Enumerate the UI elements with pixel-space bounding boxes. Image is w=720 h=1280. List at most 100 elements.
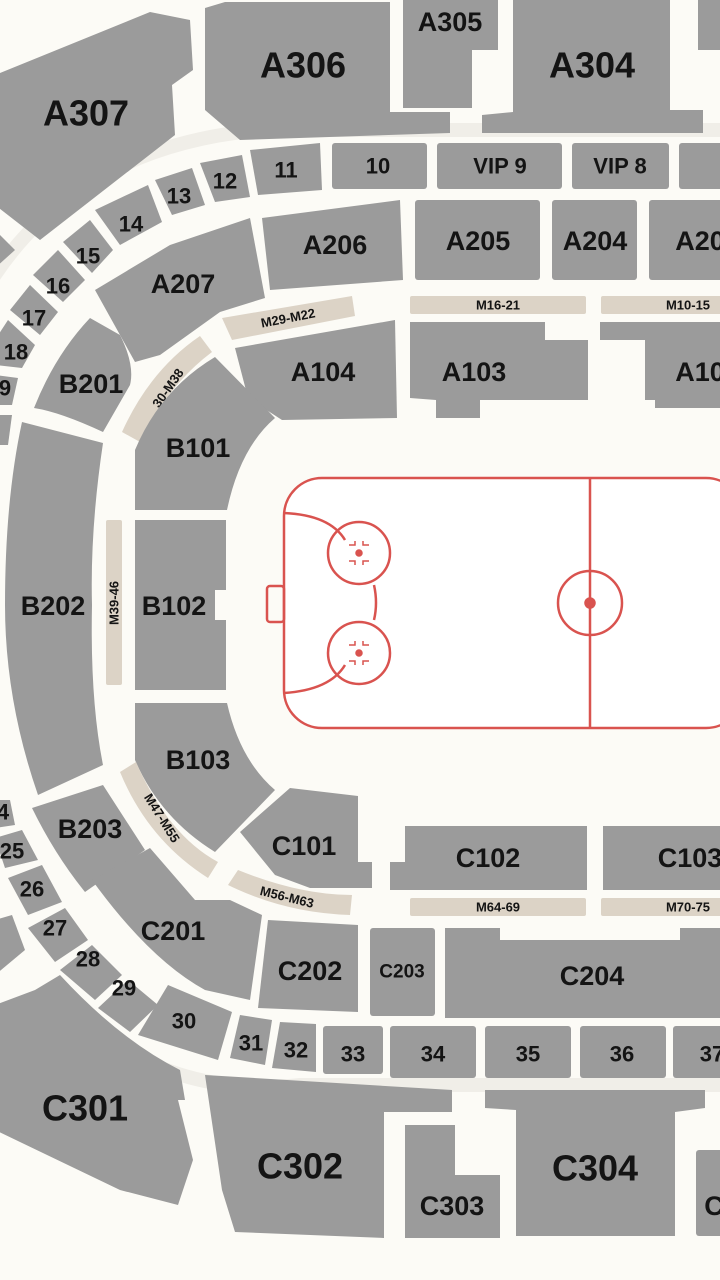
section-10-label: 10 <box>366 154 390 179</box>
section-26[interactable] <box>8 865 62 915</box>
section-a104[interactable] <box>235 320 397 420</box>
section-19[interactable] <box>0 375 18 405</box>
section-25[interactable] <box>0 830 38 868</box>
section-28-label: 28 <box>76 947 100 972</box>
section-a203[interactable] <box>649 200 720 280</box>
section-c305[interactable] <box>696 1150 720 1236</box>
section-b202[interactable] <box>5 422 103 795</box>
section-b103-label: B103 <box>166 745 231 775</box>
marker-m10-15 <box>601 296 720 314</box>
section-a207-label: A207 <box>151 269 216 299</box>
section-35[interactable] <box>485 1026 571 1078</box>
section-13[interactable] <box>155 168 205 215</box>
section-33-label: 33 <box>341 1042 365 1067</box>
section-a207[interactable] <box>95 218 265 362</box>
section-vip-7-partial[interactable] <box>679 143 720 189</box>
section-26-label: 26 <box>20 877 44 902</box>
section-a206[interactable] <box>262 200 403 290</box>
section-c203[interactable] <box>370 928 435 1016</box>
section-a204[interactable] <box>552 200 637 280</box>
section-b203-label: B203 <box>58 814 123 844</box>
goal-crease <box>265 584 286 624</box>
hockey-rink <box>265 476 720 730</box>
section-a102[interactable] <box>600 322 720 408</box>
section-c102[interactable] <box>390 826 587 890</box>
faceoff-dot-bottom <box>355 649 363 657</box>
section-a305[interactable] <box>403 0 498 108</box>
section-24-label: 4 <box>0 800 10 825</box>
section-15-label: 15 <box>76 244 100 269</box>
section-c204-label: C204 <box>560 961 625 991</box>
section-10[interactable] <box>332 143 427 189</box>
section-15[interactable] <box>63 220 113 273</box>
section-16[interactable] <box>33 250 85 302</box>
marker-m56-m63 <box>228 870 352 915</box>
section-c203-label: C203 <box>379 962 424 983</box>
section-b102[interactable] <box>135 520 226 690</box>
section-31[interactable] <box>230 1015 272 1065</box>
section-a303-partial[interactable] <box>698 0 720 50</box>
section-c304[interactable] <box>485 1090 705 1236</box>
section-b201[interactable] <box>34 318 132 432</box>
faceoff-dot-top <box>355 549 363 557</box>
section-12[interactable] <box>200 155 250 202</box>
section-c303[interactable] <box>405 1125 500 1238</box>
section-16-label: 16 <box>46 274 70 299</box>
section-13-label: 13 <box>167 184 191 209</box>
section-11[interactable] <box>250 143 322 195</box>
section-18[interactable] <box>0 320 35 368</box>
section-36[interactable] <box>580 1026 666 1078</box>
center-ice-dot <box>584 597 596 609</box>
marker-m10-15-label: M10-15 <box>666 298 710 313</box>
section-c103[interactable] <box>603 826 720 890</box>
section-c302[interactable] <box>205 1075 452 1238</box>
section-19-label: 9 <box>0 376 11 401</box>
section-a205[interactable] <box>415 200 540 280</box>
section-17[interactable] <box>10 285 58 335</box>
marker-m47-m55 <box>120 762 218 878</box>
section-20-partial[interactable] <box>0 415 12 445</box>
section-a304[interactable] <box>482 0 703 133</box>
section-31-label: 31 <box>239 1031 263 1056</box>
section-c101[interactable] <box>240 788 372 888</box>
section-34[interactable] <box>390 1026 476 1078</box>
section-24[interactable] <box>0 800 15 828</box>
section-14-label: 14 <box>119 212 144 237</box>
section-b203[interactable] <box>32 785 145 892</box>
section-a306-label: A306 <box>260 45 346 86</box>
section-37[interactable] <box>673 1026 720 1078</box>
section-32[interactable] <box>272 1022 316 1072</box>
section-a307[interactable] <box>0 12 193 240</box>
section-c202[interactable] <box>258 920 358 1012</box>
section-34-label: 34 <box>421 1042 446 1067</box>
section-29[interactable] <box>98 980 158 1032</box>
section-c304-label: C304 <box>552 1148 638 1189</box>
section-c301[interactable] <box>0 975 193 1205</box>
section-27-label: 27 <box>43 916 67 941</box>
section-a103[interactable] <box>410 322 588 418</box>
section-25-label: 25 <box>0 839 24 864</box>
section-14[interactable] <box>95 185 162 245</box>
section-vip-8[interactable] <box>572 143 669 189</box>
marker-m70-75 <box>601 898 720 916</box>
section-23-partial[interactable] <box>0 915 25 975</box>
section-27[interactable] <box>28 908 88 962</box>
section-b103[interactable] <box>135 703 275 852</box>
section-a306[interactable] <box>205 2 450 140</box>
rink-center-arc <box>372 584 378 621</box>
section-12-label: 12 <box>213 169 237 194</box>
section-c202-label: C202 <box>278 956 343 986</box>
section-c302-label: C302 <box>257 1146 343 1187</box>
rink-zone-line-bottom <box>283 664 347 695</box>
section-c204[interactable] <box>445 928 720 1018</box>
faceoff-circle-bottom <box>326 620 392 686</box>
section-vip-9[interactable] <box>437 143 562 189</box>
section-28[interactable] <box>60 945 122 1000</box>
section-21-partial[interactable] <box>0 230 15 268</box>
section-a102-label: A10 <box>675 357 720 387</box>
section-b101[interactable] <box>135 357 275 510</box>
marker-m16-21 <box>410 296 586 314</box>
section-33[interactable] <box>323 1026 383 1074</box>
section-30[interactable] <box>138 985 232 1060</box>
section-c201[interactable] <box>92 848 262 1000</box>
